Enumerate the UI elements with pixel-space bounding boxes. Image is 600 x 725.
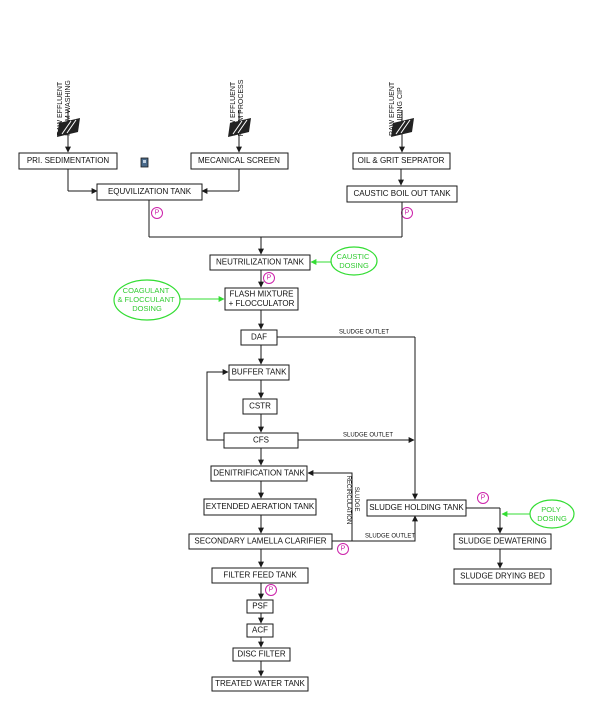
sludge-dewatering-box: SLUDGE DEWATERING — [453, 533, 552, 550]
poly-dosing-label: POLY DOSING — [537, 505, 567, 523]
caustic-dosing-ellipse — [330, 246, 378, 276]
disc-filter-box: DISC FILTER — [232, 647, 291, 662]
svg-text:NEUTRILIZATION TANK: NEUTRILIZATION TANK — [216, 258, 305, 267]
svg-text:CFS: CFS — [253, 436, 269, 445]
acf-box: ACF — [246, 623, 274, 638]
secondary-lamella-clarifier-box: SECONDARY LAMELLA CLARIFIER — [188, 533, 333, 550]
screen-grating-icon — [228, 118, 251, 137]
raw-effluent-process-label: RAW EFFLUENT FROM PROCESS — [230, 79, 245, 136]
cfs-box: CFS — [223, 432, 299, 449]
mechanical-screen-box: MECANICAL SCREEN — [190, 152, 289, 170]
svg-text:EQUVILIZATION TANK: EQUVILIZATION TANK — [108, 187, 192, 196]
svg-text:P: P — [405, 210, 410, 217]
raw-effluent-washing-label: RAW EFFLUENT FROM WASHING — [57, 80, 72, 136]
psf-box: PSF — [246, 599, 274, 614]
pump-equalization: P — [151, 207, 163, 219]
svg-text:DISC FILTER: DISC FILTER — [237, 650, 286, 659]
svg-text:MECANICAL SCREEN: MECANICAL SCREEN — [198, 156, 280, 165]
treated-water-tank-box: TREATED WATER TANK — [211, 676, 309, 692]
svg-text:FILTER FEED TANK: FILTER FEED TANK — [223, 571, 297, 580]
buffer-tank-box: BUFFER TANK — [228, 364, 290, 381]
svg-text:CSTR: CSTR — [249, 402, 271, 411]
svg-text:+ FLOCCULATOR: + FLOCCULATOR — [229, 299, 295, 308]
svg-text:SLUDGE HOLDING TANK: SLUDGE HOLDING TANK — [369, 503, 464, 512]
sludge-holding-tank-box: SLUDGE HOLDING TANK — [366, 499, 467, 517]
svg-text:P: P — [269, 587, 274, 594]
svg-text:P: P — [267, 275, 272, 282]
cstr-box: CSTR — [242, 398, 278, 415]
equalization-tank-box: EQUVILIZATION TANK — [96, 183, 203, 201]
sludge-drying-bed-box: SLUDGE DRYING BED — [453, 568, 552, 585]
neutralization-tank-box: NEUTRILIZATION TANK — [209, 254, 311, 271]
sludge-outlet-label-lamella: SLUDGE OUTLET — [365, 534, 415, 540]
oil-grit-separator-box: OIL & GRIT SEPRATOR — [352, 152, 451, 170]
svg-text:OIL & GRIT SEPRATOR: OIL & GRIT SEPRATOR — [358, 156, 445, 165]
flash-mixture-flocculator-box: FLASH MIXTURE + FLOCCULATOR — [224, 287, 299, 311]
svg-text:P: P — [341, 546, 346, 553]
caustic-dosing-label: CAUSTIC DOSING — [336, 252, 371, 270]
denitrification-tank-box: DENITRIFICATION TANK — [210, 465, 308, 482]
pump-neutralization: P — [263, 272, 275, 284]
pump-sludge-holding: P — [477, 492, 489, 504]
pump-filter-feed: P — [265, 584, 277, 596]
svg-text:P: P — [481, 495, 486, 502]
coagulant-flocculant-dosing-ellipse — [113, 279, 181, 321]
svg-text:PSF: PSF — [252, 602, 268, 611]
svg-text:EXTENDED AERATION TANK: EXTENDED AERATION TANK — [206, 502, 315, 511]
svg-text:PRI. SEDIMENTATION: PRI. SEDIMENTATION — [27, 156, 110, 165]
sludge-outlet-label-daf: SLUDGE OUTLET — [339, 330, 389, 336]
screen-grating-icon — [57, 118, 80, 137]
svg-text:CAUSTIC BOIL OUT TANK: CAUSTIC BOIL OUT TANK — [353, 189, 451, 198]
extended-aeration-tank-box: EXTENDED AERATION TANK — [203, 498, 317, 516]
svg-text:SECONDARY LAMELLA CLARIFIER: SECONDARY LAMELLA CLARIFIER — [194, 537, 326, 546]
svg-text:DAF: DAF — [251, 333, 267, 342]
primary-sedimentation-box: PRI. SEDIMENTATION — [18, 152, 118, 170]
pump-sludge-recirculation: P — [337, 543, 349, 555]
svg-text:DENITRIFICATION TANK: DENITRIFICATION TANK — [213, 469, 305, 478]
sludge-recirculation-label: SLUDGE RECIRCULATION — [345, 476, 359, 525]
svg-text:SLUDGE DRYING BED: SLUDGE DRYING BED — [460, 572, 545, 581]
raw-effluent-cip-label: RAW EFFLUENT DURING CIP — [389, 80, 404, 136]
pump-caustic-boil: P — [401, 207, 413, 219]
filter-feed-tank-box: FILTER FEED TANK — [211, 567, 309, 584]
svg-text:P: P — [155, 210, 160, 217]
sludge-outlet-label-cfs: SLUDGE OUTLET — [343, 433, 393, 439]
instrument-icon — [140, 157, 149, 168]
svg-text:ACF: ACF — [252, 626, 268, 635]
svg-text:BUFFER TANK: BUFFER TANK — [232, 368, 287, 377]
svg-text:SLUDGE DEWATERING: SLUDGE DEWATERING — [458, 537, 546, 546]
coagulant-flocculant-dosing-label: COAGULANT & FLOCCULANT DOSING — [117, 286, 176, 313]
svg-text:TREATED WATER TANK: TREATED WATER TANK — [215, 679, 305, 688]
caustic-boil-out-tank-box: CAUSTIC BOIL OUT TANK — [346, 185, 458, 203]
svg-text:FLASH MIXTURE: FLASH MIXTURE — [229, 290, 293, 299]
screen-grating-icon — [391, 118, 414, 137]
daf-box: DAF — [240, 329, 278, 346]
